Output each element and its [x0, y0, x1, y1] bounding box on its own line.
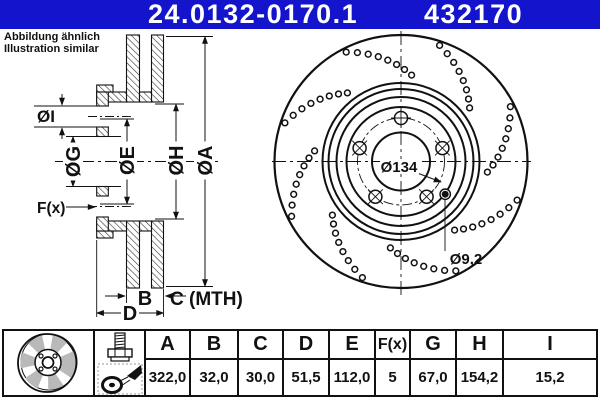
outer-plate-top — [150, 34, 165, 103]
note-line-de: Abbildung ähnlich — [4, 31, 100, 43]
dimension-table: A B C D E F(x) G H I 322,0 32,0 30,0 51,… — [2, 329, 598, 397]
part-number: 24.0132-0170.1 — [148, 0, 359, 29]
vent-web-bottom — [138, 220, 153, 232]
table-cell-disc-image — [4, 331, 95, 395]
flange-bottom-a — [96, 216, 109, 232]
col-header-i: I — [504, 331, 596, 360]
dim-label-d: D — [123, 303, 137, 325]
bolt-circle-label: Ø134 — [381, 159, 418, 176]
outer-plate-bottom — [150, 220, 165, 289]
col-header-d: D — [284, 331, 330, 360]
section-view — [96, 34, 165, 289]
reference-number: 432170 — [424, 0, 524, 29]
hat-ring-1 — [321, 82, 481, 241]
col-header-e: E — [330, 331, 376, 360]
value-a: 322,0 — [146, 360, 191, 395]
col-header-c: C — [239, 331, 284, 360]
hat-ring-4 — [345, 106, 457, 217]
header-bar: 24.0132-0170.1 432170 — [0, 0, 600, 29]
value-i: 15,2 — [535, 369, 565, 386]
value-b: 32,0 — [191, 360, 239, 395]
machining-spray-icon — [97, 363, 142, 395]
bolt-icon — [106, 332, 133, 362]
bolt-holes — [351, 108, 451, 205]
value-c: 30,0 — [239, 360, 284, 395]
disc-outer-edge — [273, 33, 529, 290]
dim-label-dia-g: ØG — [63, 146, 85, 177]
inner-plate-top — [125, 34, 141, 103]
value-d: 51,5 — [284, 360, 330, 395]
dim-label-dia-a: ØA — [195, 146, 217, 176]
hat-ring-2 — [327, 88, 475, 235]
col-header-h: H — [457, 331, 504, 360]
dim-label-dia-h: ØH — [166, 146, 188, 176]
dim-label-c: C (MTH) — [170, 289, 243, 310]
front-view — [272, 31, 531, 296]
dim-label-dia-i: ØI — [37, 107, 55, 126]
drill-hole-label: Ø9,2 — [450, 251, 483, 268]
value-g: 67,0 — [411, 360, 457, 395]
flange-lip-top — [96, 84, 114, 93]
table-cell-mounting-icons — [95, 331, 146, 395]
inner-plate-bottom — [125, 220, 141, 289]
flange-lip-bottom — [96, 230, 114, 239]
col-header-g: G — [411, 331, 457, 360]
dim-label-dia-e: ØE — [117, 146, 139, 175]
note-line-en: Illustration similar — [4, 43, 99, 55]
value-f: 5 — [376, 360, 411, 395]
value-h: 154,2 — [457, 360, 504, 395]
extension-lines — [34, 36, 213, 317]
dim-label-f: F(x) — [37, 200, 65, 217]
value-e: 112,0 — [330, 360, 376, 395]
flange-top-a — [96, 91, 109, 107]
illustration-note: Abbildung ähnlich Illustration similar — [4, 31, 100, 55]
drilled-hole-pattern — [281, 41, 521, 282]
hat-ring-3 — [335, 96, 467, 227]
dim-label-b: B — [138, 288, 152, 310]
retaining-screw-hole — [439, 188, 452, 201]
vent-web-top — [138, 91, 153, 103]
col-header-f: F(x) — [376, 331, 411, 360]
center-bore — [371, 131, 431, 192]
flange-bottom-b — [96, 185, 109, 197]
col-header-a: A — [146, 331, 191, 360]
brake-disc-3d-icon — [16, 333, 77, 393]
col-header-b: B — [191, 331, 239, 360]
flange-top-b — [96, 126, 109, 138]
